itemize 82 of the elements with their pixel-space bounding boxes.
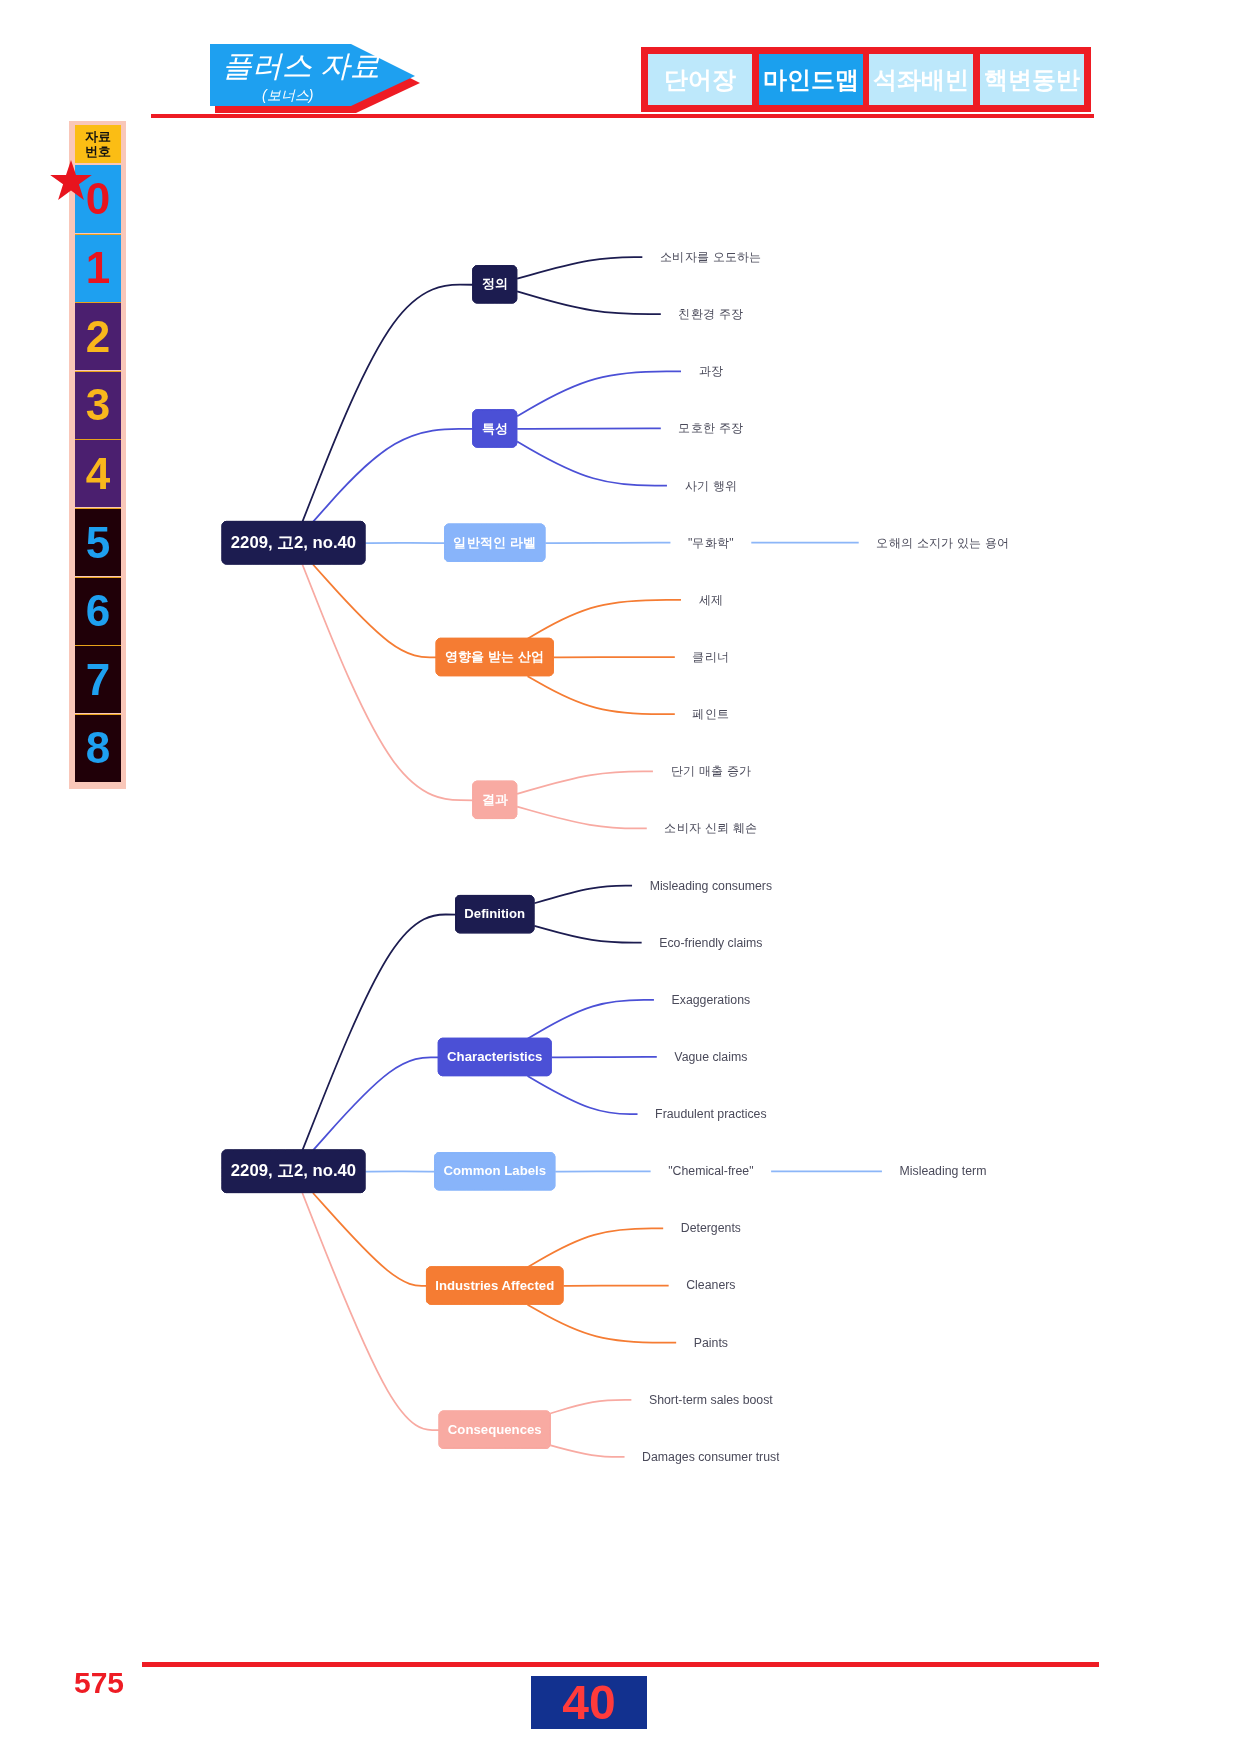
- branch-topic-box: Industries Affected: [426, 1266, 564, 1305]
- subtopic-text: 오해의 소지가 있는 용어: [876, 535, 1010, 550]
- connector-line: [516, 290, 662, 316]
- connector-line: [516, 427, 662, 430]
- connector-line: [516, 770, 654, 795]
- subtopic-text: Misleading consumers: [649, 878, 773, 893]
- number-tab: 0: [75, 165, 121, 233]
- subtopic-text: 사기 행위: [684, 478, 738, 493]
- subtopic-text: 소비자를 오도하는: [659, 249, 762, 264]
- connector-line: [516, 370, 682, 418]
- connector-line: [312, 1192, 428, 1287]
- subtopic-text: "무화학": [688, 535, 734, 550]
- connector-line: [770, 1170, 883, 1173]
- connector-line: [364, 1170, 436, 1173]
- number-tab: 7: [75, 645, 121, 714]
- number-tab: 3: [75, 370, 121, 439]
- connector-line: [301, 1192, 441, 1431]
- connector-line: [533, 884, 633, 905]
- page-number: 575: [74, 1666, 125, 1700]
- subtopic-text: Cleaners: [686, 1278, 736, 1293]
- number-tab: 4: [75, 439, 121, 508]
- branch-topic-box: Definition: [455, 895, 535, 934]
- subtopic-text: Fraudulent practices: [655, 1106, 767, 1121]
- subtopic-text: 페인트: [692, 706, 730, 721]
- subtopic-text: 모호한 주장: [678, 421, 744, 436]
- branch-topic-box: 일반적인 라벨: [444, 523, 546, 562]
- connector-line: [526, 599, 682, 640]
- central-topic-box: 2209, 고2, no.40: [221, 1149, 366, 1193]
- central-topic-box: 2209, 고2, no.40: [221, 521, 366, 565]
- number-plate: 40: [531, 1676, 647, 1729]
- connector-line: [554, 1170, 652, 1173]
- connector-line: [526, 998, 655, 1040]
- connector-line: [516, 256, 644, 280]
- subtopic-text: Misleading term: [899, 1163, 987, 1178]
- nav-tab: 단어장: [648, 54, 752, 105]
- connector-line: [526, 1303, 678, 1344]
- subtopic-text: Exaggerations: [671, 992, 751, 1007]
- subtitle-text: (보너스): [262, 86, 314, 104]
- subtopic-text: 세제: [698, 592, 724, 607]
- connector-line: [550, 1056, 658, 1059]
- subtopic-text: Paints: [693, 1335, 728, 1350]
- nav-tab: 핵변동반: [979, 54, 1084, 105]
- connector-line: [552, 656, 676, 659]
- connector-line: [526, 675, 676, 716]
- branch-topic-box: 영향을 받는 산업: [435, 637, 554, 677]
- number-tab: 5: [75, 508, 121, 576]
- subtopic-text: 클리너: [692, 649, 730, 664]
- subtopic-text: Eco-friendly claims: [659, 935, 763, 950]
- subtopic-text: Detergents: [680, 1220, 741, 1235]
- subtopic-text: 소비자 신뢰 훼손: [664, 820, 758, 835]
- connector-line: [516, 440, 668, 487]
- connector-line: [750, 541, 860, 544]
- connector-line: [516, 805, 648, 830]
- subtopic-text: Damages consumer trust: [642, 1449, 780, 1464]
- number-tab: 8: [75, 713, 121, 782]
- number-tab: 2: [75, 302, 121, 371]
- title-text: 플러스 자료: [222, 48, 381, 84]
- connector-line: [562, 1284, 670, 1287]
- connector-line: [533, 925, 643, 944]
- subtopic-text: 과장: [698, 363, 724, 378]
- connector-line: [549, 1444, 626, 1458]
- subtopic-text: 친환경 주장: [678, 306, 744, 321]
- branch-topic-box: Consequences: [438, 1410, 551, 1449]
- connector-line: [364, 542, 446, 545]
- subtopic-text: "Chemical-free": [668, 1163, 754, 1178]
- branch-topic-box: 정의: [472, 265, 518, 304]
- connector-line: [312, 563, 438, 659]
- branch-topic-box: 결과: [472, 780, 518, 819]
- connector-line: [526, 1075, 639, 1115]
- nav-tab: 석좌배빈: [869, 54, 973, 105]
- subtopic-text: 단기 매출 증가: [670, 763, 752, 778]
- branch-topic-box: Common Labels: [434, 1152, 556, 1191]
- number-tab: 6: [75, 576, 121, 645]
- number-tab: 1: [75, 233, 121, 302]
- connector-line: [544, 541, 672, 545]
- connector-line: [549, 1398, 633, 1415]
- sidebar-heading: 자료 번호: [75, 125, 121, 163]
- branch-topic-box: Characteristics: [437, 1037, 552, 1077]
- nav-tab: 마인드맵: [758, 54, 863, 105]
- subtopic-text: Vague claims: [674, 1049, 748, 1064]
- subtopic-text: Short-term sales boost: [648, 1392, 773, 1407]
- branch-topic-box: 특성: [472, 409, 518, 448]
